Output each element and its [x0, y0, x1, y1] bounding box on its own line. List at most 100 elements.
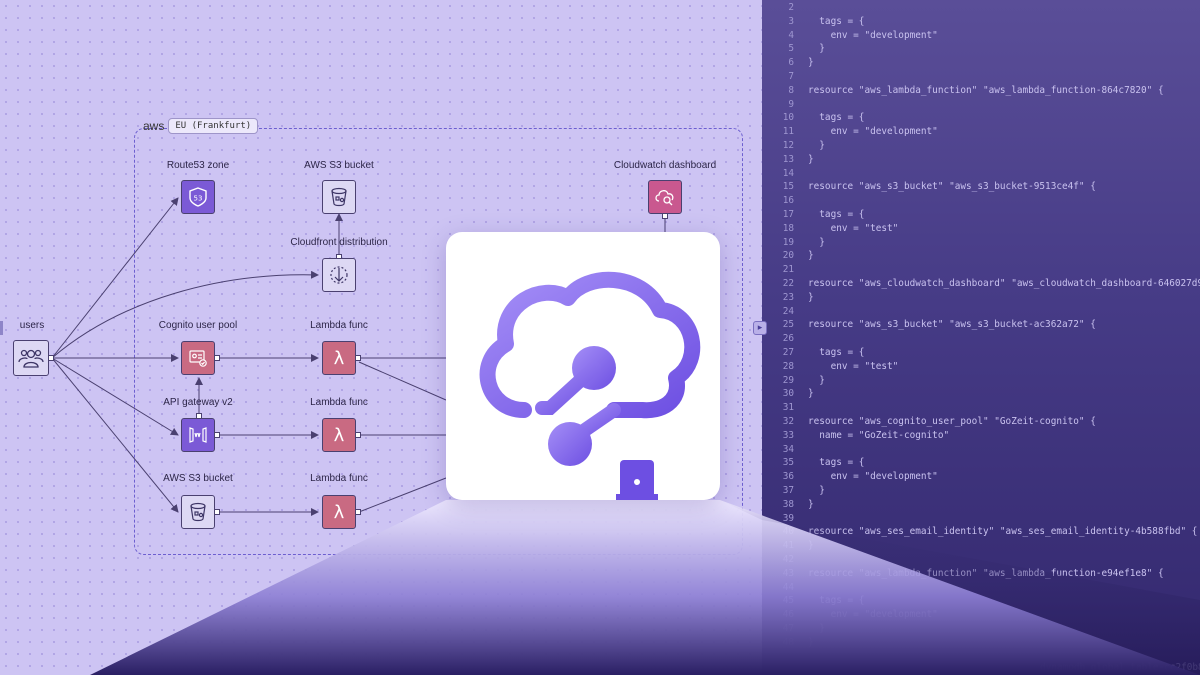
users-node[interactable] [13, 340, 49, 376]
line-number: 43 [782, 567, 794, 579]
code-line[interactable]: 24 [762, 306, 808, 319]
lambda2-port[interactable] [355, 432, 361, 438]
code-line[interactable]: 42 [762, 554, 808, 567]
code-line[interactable]: 39 [762, 513, 808, 526]
route53-node[interactable]: 53 [181, 180, 215, 214]
code-line[interactable]: 16 [762, 195, 808, 208]
code-line[interactable]: 35 tags = { [762, 457, 865, 470]
code-line[interactable]: 23} [762, 292, 814, 305]
code-line[interactable]: 46 env = "development" [762, 609, 938, 622]
users-icon [18, 349, 44, 368]
s3-bottom-node[interactable] [181, 495, 215, 529]
code-line[interactable]: 2 [762, 2, 808, 15]
cognito-port[interactable] [214, 355, 220, 361]
users-label: users [19, 320, 45, 331]
line-number: 41 [782, 540, 794, 552]
line-number: 25 [782, 319, 794, 331]
edge-users-route53 [51, 197, 179, 359]
aws-region-badge: aws EU (Frankfurt) [143, 118, 259, 134]
line-number: 10 [782, 112, 794, 124]
code-line[interactable]: 7 [762, 71, 808, 84]
code-line[interactable]: 44 [762, 582, 808, 595]
code-line[interactable]: 3 tags = { [762, 16, 864, 29]
line-number: 11 [782, 126, 794, 138]
cloudwatch-node[interactable] [648, 180, 682, 214]
code-line[interactable]: 20} [762, 250, 814, 263]
code-line[interactable]: 12 } [762, 140, 825, 153]
lambda3-port[interactable] [355, 509, 361, 515]
lambda1-port[interactable] [355, 355, 361, 361]
code-line[interactable]: 43 resource "aws_lambda_function" "aws_la… [762, 568, 1164, 581]
line-number: 26 [782, 333, 794, 345]
edge-users-cloudfront [51, 270, 319, 359]
code-line[interactable]: 33 name = "GoZeit-cognito" [762, 430, 949, 443]
panel-toggle-button[interactable]: ▸ [753, 321, 767, 335]
line-number: 19 [782, 236, 794, 248]
line-number: 32 [782, 416, 794, 427]
cloudfront-node[interactable] [322, 258, 356, 292]
code-line[interactable]: 17 tags = { [762, 209, 865, 222]
cloudwatch-port[interactable] [662, 213, 668, 219]
code-line[interactable]: 19 } [762, 237, 825, 250]
code-line[interactable]: 31 [762, 402, 808, 415]
code-line[interactable]: 41} [762, 540, 814, 553]
code-line[interactable]: 14 [762, 168, 808, 181]
cognito-node[interactable] [181, 341, 215, 375]
code-line[interactable]: 11 env = "development" [762, 126, 938, 139]
lambda1-node[interactable]: λ [322, 341, 356, 375]
cloudwatch-icon [655, 190, 674, 206]
code-text: } [808, 291, 814, 303]
code-line[interactable]: 30} [762, 388, 814, 401]
code-line[interactable]: 37 } [762, 485, 825, 498]
lambda3-label: Lambda func [310, 473, 368, 484]
code-line[interactable]: 34 [762, 444, 808, 457]
code-line[interactable]: 48} [762, 637, 814, 650]
code-tail-text: dynamodb_global_table-cc2f0b8 [1040, 662, 1200, 673]
lambda2-node[interactable]: λ [322, 418, 356, 452]
code-text: resource "aws_lambda_function" "aws_lamb… [808, 84, 1164, 96]
code-line[interactable]: 18 env = "test" [762, 222, 899, 236]
code-line[interactable]: 28 env = "test" [762, 360, 899, 374]
code-text: env = "test" [808, 360, 899, 372]
apigw-node[interactable] [181, 418, 215, 452]
s3-top-node[interactable] [322, 180, 356, 214]
code-line[interactable]: 9 [762, 99, 808, 112]
code-line[interactable]: 4 env = "development" [762, 30, 937, 43]
line-number: 16 [782, 195, 794, 207]
code-text: resource "aws_ses_email_identity" "aws_s… [808, 526, 1198, 538]
code-line[interactable]: 36 env = "development" [762, 471, 938, 484]
code-line[interactable]: 6} [762, 57, 813, 70]
line-number: 18 [782, 222, 794, 234]
left-panel-handle[interactable] [0, 321, 3, 335]
code-line[interactable]: 10 tags = { [762, 112, 865, 125]
code-line[interactable]: 29 } [762, 375, 825, 388]
code-line[interactable]: 27 tags = { [762, 347, 865, 360]
edge-lambda3-out [358, 477, 447, 513]
users-port[interactable] [48, 355, 54, 361]
code-line[interactable]: 47 } [762, 623, 825, 636]
chevron-right-icon: ▸ [757, 323, 763, 333]
apigw-port[interactable] [214, 432, 220, 438]
code-line[interactable]: 13} [762, 154, 814, 167]
code-line[interactable]: 26 [762, 333, 808, 346]
code-text: env = "development" [808, 609, 938, 621]
line-number: 44 [782, 581, 794, 593]
code-line[interactable]: 38} [762, 499, 814, 512]
s3-bottom-port[interactable] [214, 509, 220, 515]
s3-bucket-icon [190, 502, 206, 522]
logo-card [446, 232, 720, 500]
code-line[interactable]: 21 [762, 264, 808, 277]
code-text: resource "aws_lambda_function" "aws_lamb… [808, 567, 1164, 579]
cloudfront-icon [330, 266, 348, 284]
code-line[interactable]: 45 tags = { [762, 595, 865, 608]
code-line[interactable]: 5 } [762, 43, 825, 56]
s3-bottom-label: AWS S3 bucket [163, 473, 233, 484]
lambda3-node[interactable]: λ [322, 495, 356, 529]
